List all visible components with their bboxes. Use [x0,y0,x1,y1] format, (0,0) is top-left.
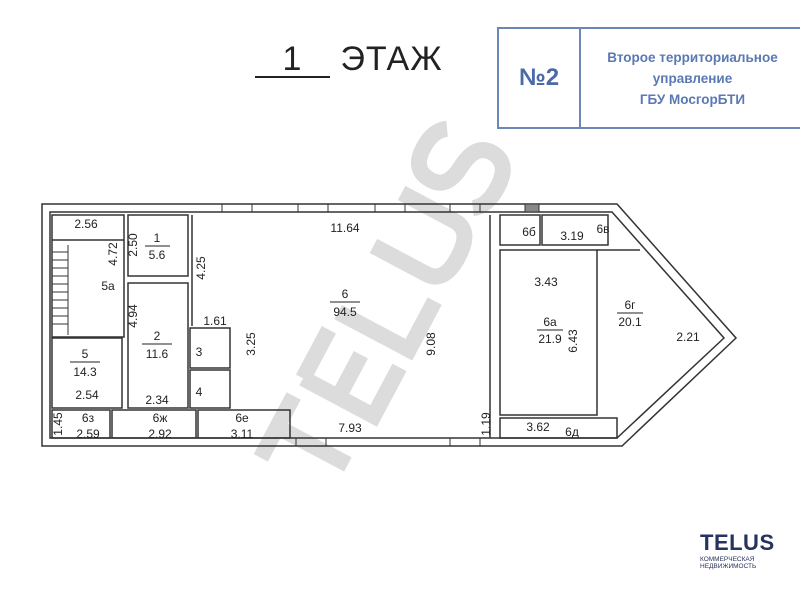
room-2-area: 11.6 [146,347,169,361]
logo-line1: КОММЕРЧЕСКАЯ [700,556,755,563]
dim-2-56: 2.56 [74,217,98,231]
dim-1-45: 1.45 [51,412,65,436]
staircase [52,245,69,335]
room-6-area: 94.5 [333,305,357,319]
dim-4-72: 4.72 [106,242,120,266]
room-2-id: 2 [154,329,161,343]
dim-3-25: 3.25 [244,332,258,356]
walls [41,203,738,447]
room-1-id: 1 [154,231,161,245]
room-6g-area: 20.1 [618,315,642,329]
room-5a-id: 5а [101,279,115,293]
room-6a-id: 6а [543,315,557,329]
room-6b-id: 6б [522,225,536,239]
room-3-id: 3 [196,345,203,359]
watermark-logo [253,120,511,472]
dim-6-43: 6.43 [566,329,580,353]
dim-2-92: 2.92 [148,427,172,441]
room-4-id: 4 [196,385,203,399]
dim-1-19: 1.19 [479,412,493,436]
room-6a-area: 21.9 [538,332,562,346]
room-5-id: 5 [82,347,89,361]
dim-2-34: 2.34 [145,393,169,407]
floor-label: ЭТАЖ [340,40,443,78]
dim-3-62: 3.62 [526,420,550,434]
stamp-organization: Второе территориальное управление ГБУ Мо… [581,29,800,127]
room-6v-id: 6в [596,222,609,236]
dim-2-50: 2.50 [126,233,140,257]
room-5-area: 14.3 [73,365,97,379]
stamp-line2: управление [652,70,733,86]
windows [221,203,540,447]
dim-3-43: 3.43 [534,275,558,289]
logo-brand: TELUS [700,530,775,555]
floor-title: 1 ЭТАЖ [255,40,443,79]
stamp-line1: Второе территориальное [607,49,778,65]
room-6g-id: 6г [624,298,636,312]
dim-9-08: 9.08 [424,332,438,356]
room-6zh-id: 6ж [153,411,168,425]
room-6-id: 6 [342,287,349,301]
room-6z-id: 6з [82,411,95,425]
dim-11-64: 11.64 [330,221,359,235]
dim-4-25: 4.25 [194,256,208,280]
dim-3-19: 3.19 [560,229,584,243]
room-1-area: 5.6 [149,248,166,262]
dim-2-21: 2.21 [676,330,700,344]
telus-logo: TELUS КОММЕРЧЕСКАЯ НЕДВИЖИМОСТЬ [700,530,780,570]
stamp-line3: ГБУ МосгорБТИ [639,91,746,107]
dim-2-59: 2.59 [76,427,100,441]
stamp-number: №2 [499,29,581,127]
dim-1-61: 1.61 [203,314,227,328]
dim-2-54: 2.54 [75,388,99,402]
dim-3-11: 3.11 [231,427,254,441]
bti-stamp: №2 Второе территориальное управление ГБУ… [497,27,800,129]
room-6d-id: 6д [565,425,579,439]
floor-number: 1 [255,42,330,78]
dim-4-94: 4.94 [126,304,140,328]
logo-line2: НЕДВИЖИМОСТЬ [700,563,757,570]
dim-7-93: 7.93 [338,421,362,435]
room-6e-id: 6е [235,411,249,425]
